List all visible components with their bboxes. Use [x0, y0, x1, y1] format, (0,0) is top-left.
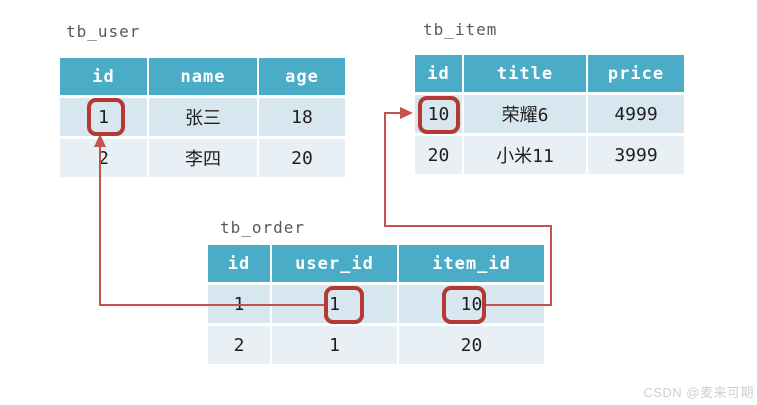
- tb-order-cell-r1-item-id: 10: [399, 285, 544, 323]
- tb-user-cell-r2-name: 李四: [149, 139, 257, 177]
- tb-order-cell-r2-user-id: 1: [272, 326, 397, 364]
- tb-order-cell-r2-id: 2: [208, 326, 270, 364]
- table-title-tb-order: tb_order: [220, 218, 306, 237]
- tb-user-cell-r1-name: 张三: [149, 98, 257, 136]
- tb-item-cell-r2-price: 3999: [588, 136, 684, 174]
- table-tb-item: id title price 10 荣耀6 4999 20 小米11 3999: [415, 55, 684, 174]
- tb-item-cell-r1-price: 4999: [588, 95, 684, 133]
- table-title-tb-user: tb_user: [66, 22, 141, 41]
- tb-user-cell-r1-age: 18: [259, 98, 345, 136]
- tb-order-cell-r2-item-id: 20: [399, 326, 544, 364]
- tb-order-header-user-id: user_id: [272, 245, 397, 282]
- tb-user-header-id: id: [60, 58, 147, 95]
- watermark: CSDN @麦来可期: [643, 385, 754, 400]
- tb-item-cell-r2-title: 小米11: [464, 136, 586, 174]
- tb-user-cell-r2-id: 2: [60, 139, 147, 177]
- tb-item-header-id: id: [415, 55, 462, 92]
- tb-order-header-id: id: [208, 245, 270, 282]
- tb-user-header-name: name: [149, 58, 257, 95]
- tb-user-cell-r1-id: 1: [60, 98, 147, 136]
- tb-item-cell-r2-id: 20: [415, 136, 462, 174]
- tb-item-header-title: title: [464, 55, 586, 92]
- tb-user-cell-r2-age: 20: [259, 139, 345, 177]
- table-title-tb-item: tb_item: [423, 20, 498, 39]
- arrowhead-right-icon: [400, 107, 413, 119]
- tb-order-cell-r1-id: 1: [208, 285, 270, 323]
- tb-user-header-age: age: [259, 58, 345, 95]
- table-tb-user: id name age 1 张三 18 2 李四 20: [60, 58, 345, 177]
- tb-item-cell-r1-title: 荣耀6: [464, 95, 586, 133]
- table-tb-order: id user_id item_id 1 1 10 2 1 20: [208, 245, 544, 364]
- tb-item-cell-r1-id: 10: [415, 95, 462, 133]
- tb-order-cell-r1-user-id: 1: [272, 285, 397, 323]
- tb-order-header-item-id: item_id: [399, 245, 544, 282]
- tb-item-header-price: price: [588, 55, 684, 92]
